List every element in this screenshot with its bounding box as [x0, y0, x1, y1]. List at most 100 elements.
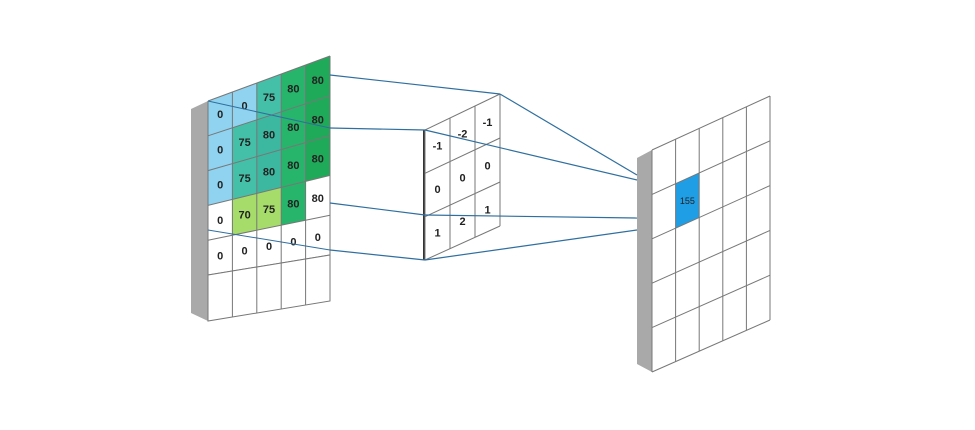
input-cell-3-1 [232, 193, 257, 236]
output-hline [651, 229, 771, 284]
input-value-4-4: 0 [315, 232, 321, 244]
input-cell-3-2 [256, 187, 282, 231]
input-value-2-1: 75 [238, 173, 250, 185]
input-cell-3-4 [305, 175, 330, 221]
output-cell-1-3 [722, 151, 747, 207]
input-value-1-3: 80 [287, 122, 299, 134]
kernel-value-2-1: 2 [459, 216, 465, 228]
input-guide-line [207, 229, 331, 251]
output-panel-side [637, 150, 652, 372]
output-cell-3-2 [699, 251, 723, 307]
output-cell-4-1 [675, 306, 700, 362]
output-hline [651, 95, 771, 151]
output-cell-0-2 [699, 117, 723, 173]
output-cell-2-2 [699, 206, 723, 263]
input-hline [207, 214, 331, 241]
kernel-cell-0-1 [450, 106, 475, 162]
input-hline [207, 95, 331, 137]
input-cell-3-0 [208, 199, 233, 241]
output-cell-2-0 [652, 228, 676, 284]
kernel-cell-2-2 [475, 182, 500, 238]
output-cell-3-3 [722, 241, 747, 297]
kernel-value-0-0: -1 [433, 141, 443, 153]
connector-line-7 [424, 229, 638, 261]
input-value-3-1: 70 [238, 210, 250, 222]
kernel-value-0-1: -2 [458, 129, 468, 141]
input-cell-1-0 [208, 127, 233, 171]
input-value-3-3: 80 [287, 198, 299, 210]
input-panel-side [191, 101, 208, 321]
output-hline [651, 140, 771, 195]
input-value-4-2: 0 [266, 241, 272, 253]
output-cell-3-0 [652, 272, 676, 328]
input-cell-0-3 [281, 65, 306, 112]
input-cell-2-3 [281, 142, 306, 188]
input-value-3-0: 0 [217, 215, 223, 227]
input-bottom-strip [207, 254, 331, 322]
input-cell-4-0 [208, 235, 233, 275]
kernel-cell-2-1 [450, 193, 475, 249]
input-value-0-2: 75 [263, 92, 275, 104]
input-value-2-4: 80 [312, 154, 324, 166]
input-value-3-4: 80 [312, 193, 324, 205]
output-cell-1-0 [652, 183, 676, 239]
kernel-cell-2-0 [425, 205, 450, 260]
kernel-value-1-0: 0 [434, 184, 440, 196]
kernel-hline [424, 137, 501, 174]
input-value-0-0: 0 [217, 109, 223, 121]
output-cell-0-0 [652, 139, 676, 195]
connector-line-2 [329, 202, 426, 216]
input-cell-3-3 [281, 181, 306, 226]
output-cell-2-1 [675, 217, 700, 273]
connector-lines [207, 74, 638, 261]
output-cell-3-1 [675, 262, 700, 318]
kernel-cell-0-2 [475, 94, 500, 150]
input-cell-fills [208, 56, 330, 275]
output-hline [651, 319, 771, 373]
output-grid-lines [651, 95, 771, 373]
connector-line-3 [329, 249, 426, 261]
input-cell-0-1 [232, 83, 257, 128]
kernel-value-2-0: 1 [434, 228, 440, 240]
kernel-cell-1-2 [475, 138, 500, 194]
input-value-2-3: 80 [287, 160, 299, 172]
input-cell-4-4 [305, 215, 330, 259]
output-highlight-value: 155 [680, 196, 695, 206]
input-cell-4-2 [256, 225, 282, 267]
kernel-value-1-2: 0 [484, 161, 490, 173]
kernel-cell-1-1 [450, 149, 475, 206]
kernel-hline [424, 225, 501, 261]
output-cell-0-4 [746, 96, 770, 152]
output-hline [651, 185, 771, 240]
input-grid-lines [207, 55, 331, 322]
connector-line-0 [329, 74, 501, 95]
kernel-value-2-2: 1 [484, 205, 490, 217]
input-cell-0-0 [208, 92, 233, 136]
input-cell-1-2 [256, 111, 282, 157]
input-value-1-4: 80 [312, 114, 324, 126]
kernel-hline [424, 181, 501, 218]
input-cell-4-3 [281, 220, 306, 263]
input-cell-2-4 [305, 135, 330, 182]
kernel-cell-1-0 [425, 161, 450, 217]
input-cell-2-2 [256, 149, 282, 194]
input-value-2-0: 0 [217, 180, 223, 192]
output-cell-3-4 [746, 230, 770, 286]
output-cell-fills [652, 96, 770, 372]
input-value-4-0: 0 [217, 250, 223, 262]
output-cell-1-1 [675, 173, 700, 229]
input-value-0-3: 80 [287, 84, 299, 96]
kernel-hline [424, 93, 501, 131]
input-value-1-0: 0 [217, 144, 223, 156]
input-value-1-2: 80 [263, 129, 275, 141]
connector-line-5 [424, 129, 638, 181]
input-value-0-4: 80 [312, 75, 324, 87]
connector-line-4 [499, 93, 638, 176]
input-hline [207, 135, 331, 172]
connector-line-1 [329, 127, 426, 131]
input-hline [207, 174, 331, 206]
input-value-0-1: 0 [242, 101, 248, 113]
